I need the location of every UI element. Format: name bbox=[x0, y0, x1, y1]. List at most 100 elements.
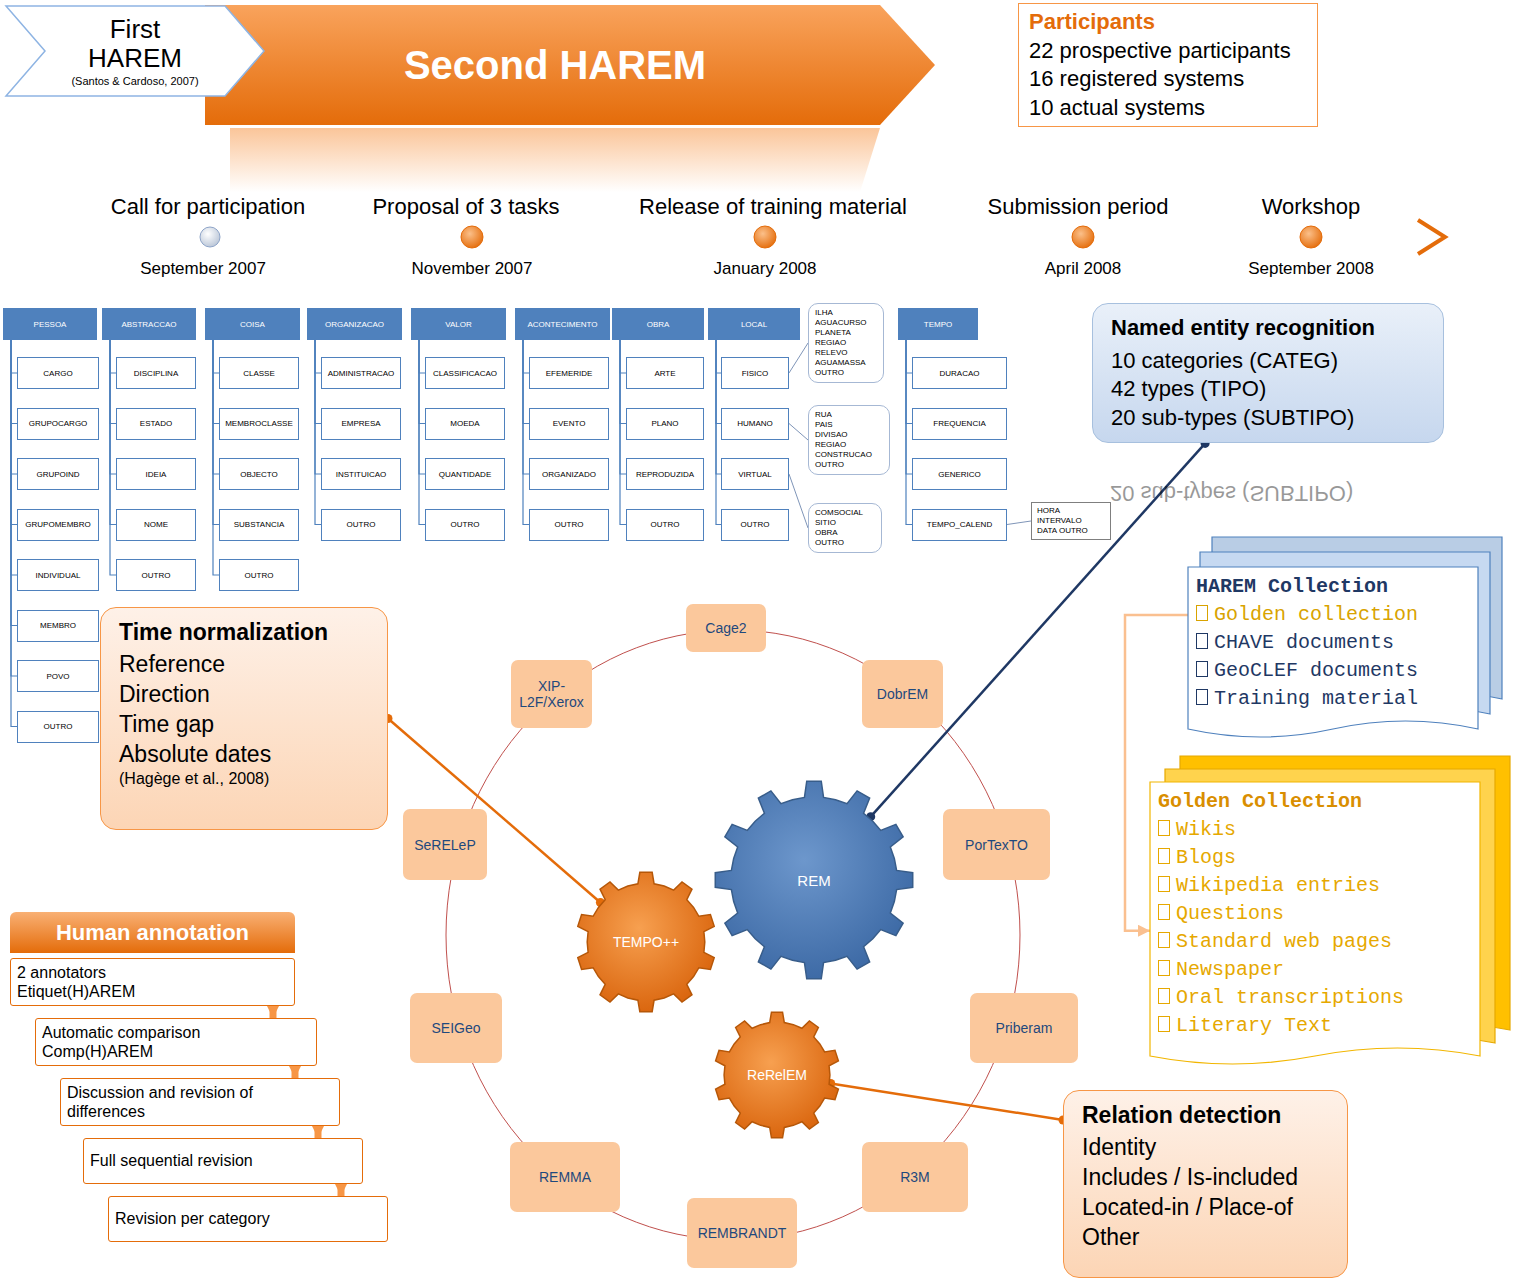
node-title: REMMA bbox=[539, 1169, 591, 1185]
step-box: Revision per category bbox=[108, 1196, 388, 1242]
node-title: First HAREM bbox=[85, 15, 185, 72]
node-title: XIP-L2F/Xerox bbox=[514, 678, 589, 710]
timeline-dot bbox=[200, 227, 220, 247]
node-text: Time gap bbox=[119, 710, 369, 740]
node-text: REGIAO bbox=[815, 338, 877, 348]
node-title: OUTRO bbox=[741, 520, 770, 529]
info-box: Participants22 prospective participants1… bbox=[1018, 3, 1318, 127]
type-box: CLASSE bbox=[219, 357, 299, 389]
node-text: 20 sub-types (SUBTIPO) bbox=[1111, 404, 1425, 433]
node-text: (Hagège et al., 2008) bbox=[119, 769, 369, 790]
node-title: QUANTIDADE bbox=[439, 470, 491, 479]
node-text: INTERVALO bbox=[1037, 516, 1105, 526]
page-shape bbox=[1150, 782, 1480, 1064]
callout-box: Relation detectionIdentityIncludes / Is-… bbox=[1063, 1090, 1348, 1278]
type-box: FREQUENCIA bbox=[912, 408, 1007, 440]
system-box: DobrEM bbox=[862, 660, 943, 728]
node-title: Cage2 bbox=[705, 620, 746, 636]
connector bbox=[315, 1126, 322, 1138]
timeline-line bbox=[210, 235, 1440, 240]
type-box: GRUPOIND bbox=[17, 458, 99, 490]
node-title: ReRelEM bbox=[747, 1067, 807, 1083]
date-label: September 2007 bbox=[140, 259, 266, 279]
gear: REM bbox=[714, 780, 914, 980]
node-title: OUTRO bbox=[245, 571, 274, 580]
node-title: PLANO bbox=[651, 419, 678, 428]
node-title: SUBSTANCIA bbox=[234, 520, 285, 529]
gear: TEMPO++ bbox=[575, 871, 717, 1013]
type-box: NOME bbox=[116, 509, 196, 541]
gear-shape bbox=[716, 1012, 839, 1138]
type-box: CARGO bbox=[17, 357, 99, 389]
node-title: RUA bbox=[815, 410, 883, 420]
node-title: Time normalization bbox=[119, 618, 369, 648]
node-text: Oral transcriptions bbox=[1158, 984, 1472, 1012]
node-title: DISCIPLINA bbox=[134, 369, 178, 378]
node-title: 2 annotators bbox=[17, 963, 106, 982]
type-box: EVENTO bbox=[529, 408, 609, 440]
type-box: EMPRESA bbox=[321, 408, 401, 440]
node-title: TEMPO_CALEND bbox=[927, 520, 992, 529]
type-box: ADMINISTRACAO bbox=[321, 357, 401, 389]
system-box: SEIGeo bbox=[410, 993, 502, 1063]
node-title: R3M bbox=[900, 1169, 930, 1185]
node-text: SITIO bbox=[815, 518, 875, 528]
node-text: Literary Text bbox=[1158, 1012, 1472, 1040]
type-box: GENERICO bbox=[912, 458, 1007, 490]
node-text: Other bbox=[1082, 1223, 1329, 1253]
node-title: CLASSIFICACAO bbox=[433, 369, 497, 378]
node-text: Includes / Is-included bbox=[1082, 1163, 1329, 1193]
node-title: EVENTO bbox=[553, 419, 586, 428]
node-title: Second HAREM bbox=[404, 43, 706, 88]
node-title: OUTRO bbox=[555, 520, 584, 529]
node-title: Human annotation bbox=[56, 920, 249, 946]
layout-g bbox=[11, 340, 1205, 1196]
type-box: FISICO bbox=[721, 357, 789, 389]
step-box: Discussion and revision of differences bbox=[60, 1078, 340, 1126]
type-box: OUTRO bbox=[219, 559, 299, 591]
system-box: Cage2 bbox=[686, 604, 766, 652]
node-title: COMSOCIAL bbox=[815, 508, 875, 518]
node-title: Full sequential revision bbox=[90, 1151, 253, 1170]
node-text: Wikis bbox=[1158, 816, 1472, 844]
category-box: LOCAL bbox=[708, 308, 800, 340]
type-box: DISCIPLINA bbox=[116, 357, 196, 389]
node-text: Comp(H)AREM bbox=[42, 1042, 153, 1061]
node-title: CARGO bbox=[43, 369, 72, 378]
node-text: Etiquet(H)AREM bbox=[17, 982, 135, 1001]
type-box: INDIVIDUAL bbox=[17, 559, 99, 591]
type-box: OBJECTO bbox=[219, 458, 299, 490]
node-text: 22 prospective participants bbox=[1029, 37, 1307, 66]
node-title: REPRODUZIDA bbox=[636, 470, 694, 479]
node-title: Priberam bbox=[996, 1020, 1053, 1036]
node-title: PESSOA bbox=[34, 320, 67, 329]
type-box: GRUPOCARGO bbox=[17, 408, 99, 440]
date-label: January 2008 bbox=[713, 259, 816, 279]
type-box: OUTRO bbox=[425, 509, 505, 541]
node-title: OBRA bbox=[647, 320, 670, 329]
node-title: TEMPO++ bbox=[613, 934, 679, 950]
node-text: Golden collection bbox=[1196, 601, 1470, 629]
node-text: Located-in / Place-of bbox=[1082, 1193, 1329, 1223]
gear: ReRelEM bbox=[713, 1011, 841, 1139]
arrow-shadow bbox=[230, 128, 880, 192]
node-title: VALOR bbox=[445, 320, 472, 329]
type-box: INSTITUICAO bbox=[321, 458, 401, 490]
node-text: 42 types (TIPO) bbox=[1111, 375, 1425, 404]
node-text: (Santos & Cardoso, 2007) bbox=[71, 75, 198, 87]
node-title: OBJECTO bbox=[240, 470, 278, 479]
systems-ring bbox=[446, 630, 1020, 1240]
node-title: ADMINISTRACAO bbox=[328, 369, 395, 378]
node-text: OUTRO bbox=[815, 368, 877, 378]
milestone-label: Workshop bbox=[1262, 194, 1361, 220]
reflection-text: 20 sub-types (SUBTIPO) bbox=[1110, 480, 1353, 506]
type-box: OUTRO bbox=[721, 509, 789, 541]
type-box: HUMANO bbox=[721, 408, 789, 440]
connector bbox=[789, 343, 808, 373]
node-title: OUTRO bbox=[451, 520, 480, 529]
system-box: REMBRANDT bbox=[687, 1198, 797, 1268]
type-box: POVO bbox=[17, 660, 99, 692]
node-text: DATA OUTRO bbox=[1037, 526, 1105, 536]
node-title: ILHA bbox=[815, 308, 877, 318]
node-title: MEMBRO bbox=[40, 621, 76, 630]
